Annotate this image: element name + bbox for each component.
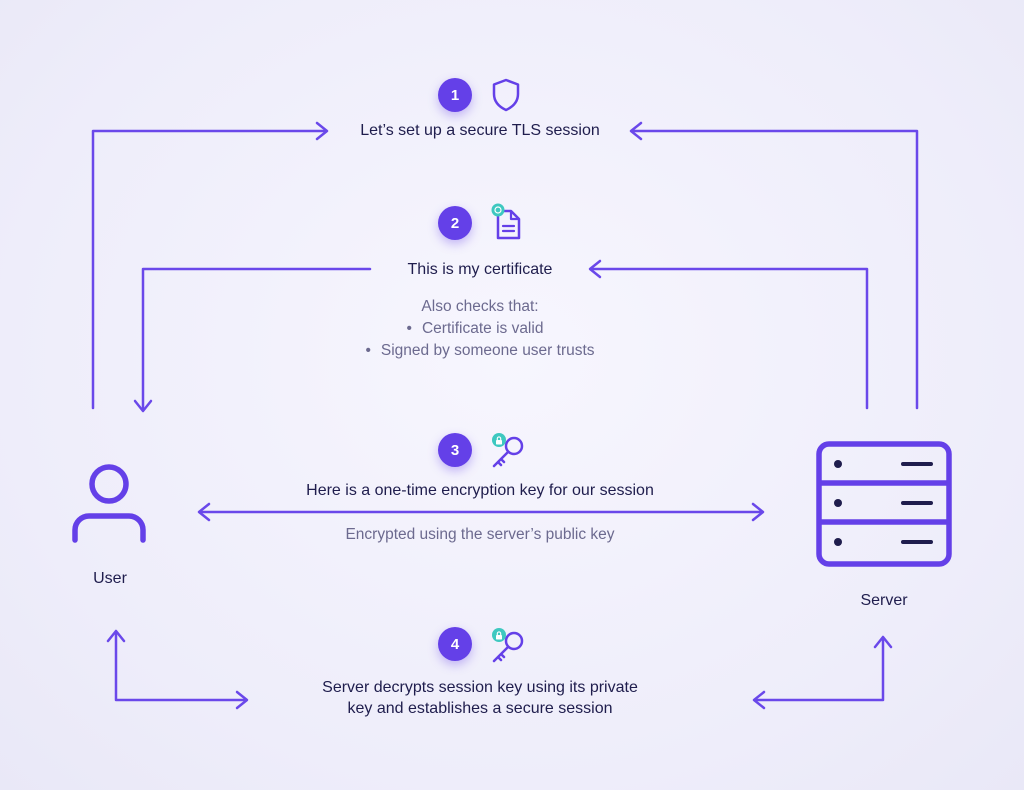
step-2-notes-title: Also checks that: (421, 298, 539, 315)
arrow-step1-server (629, 121, 919, 410)
step-4-heading-line1: Server decrypts session key using its pr… (322, 679, 638, 696)
key-icon (488, 625, 528, 670)
arrow-step4-server (752, 635, 893, 710)
step-2-heading: This is my certificate (407, 261, 553, 278)
arrow-step4-user (106, 629, 249, 710)
step-1-badge: 1 (438, 78, 472, 112)
user-label: User (93, 570, 127, 587)
shield-icon (490, 77, 522, 118)
step-4-heading-line2: key and establishes a secure session (347, 700, 613, 717)
arrow-step2-user (133, 267, 372, 413)
step-3-heading: Here is a one-time encryption key for ou… (306, 482, 654, 499)
user-icon (68, 460, 150, 551)
server-icon (815, 440, 953, 573)
key-icon (488, 430, 528, 475)
step-2-note-item: •Certificate is valid (406, 320, 544, 337)
server-label: Server (860, 592, 908, 609)
certificate-icon (488, 201, 528, 248)
step-3-badge: 3 (438, 433, 472, 467)
arrow-step3-bidirectional (197, 502, 765, 522)
arrow-step1-user (91, 121, 329, 410)
step-1-heading: Let’s set up a secure TLS session (360, 122, 600, 139)
arrow-step2-server (588, 259, 869, 410)
step-4-badge: 4 (438, 627, 472, 661)
step-2-badge: 2 (438, 206, 472, 240)
step-2-note-item: •Signed by someone user trusts (365, 342, 595, 359)
step-3-subtext: Encrypted using the server’s public key (345, 526, 615, 543)
